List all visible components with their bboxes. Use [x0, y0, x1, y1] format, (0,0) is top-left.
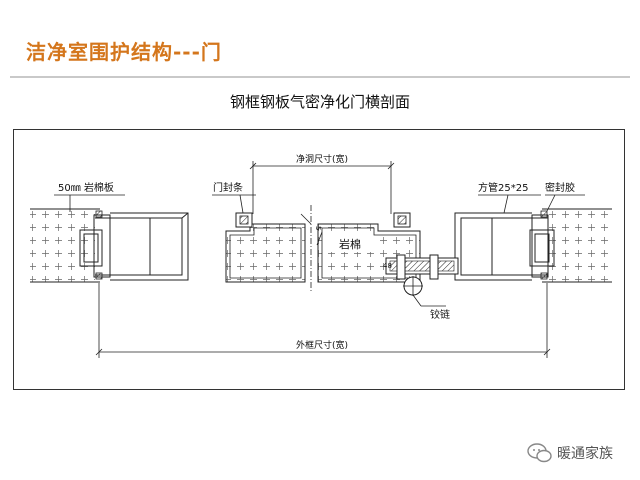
left-door-frame — [79, 212, 189, 281]
net-opening-dimension — [249, 161, 395, 214]
drawing-title: 钢框钢板气密净化门横剖面 — [229, 93, 410, 111]
left-wall-panel — [30, 208, 100, 283]
leader-lines — [54, 194, 585, 307]
watermark-text: 暖通家族 — [557, 446, 613, 462]
watermark: 暖通家族 — [527, 440, 637, 466]
label-outer-frame-width: 外框尺寸(宽) — [296, 339, 348, 351]
right-door-seal-strip — [393, 212, 411, 228]
hinge — [385, 254, 459, 296]
label-door-seal-strip: 门封条 — [213, 181, 243, 194]
label-hinge-dimension: 48 — [383, 262, 392, 270]
label-hinge: 铰链 — [430, 308, 450, 321]
label-net-opening-width: 净洞尺寸(宽) — [296, 153, 348, 165]
title-divider — [10, 76, 630, 78]
label-sealant: 密封胶 — [545, 181, 575, 194]
rock-wool-label-bg — [326, 236, 378, 252]
slide-title: 洁净室围护结构---门 — [26, 40, 222, 64]
left-sealant — [95, 210, 103, 280]
left-door-seal-strip — [235, 212, 253, 228]
label-square-tube: 方管25*25 — [478, 181, 528, 194]
drawing-frame — [13, 129, 625, 390]
label-panel-thickness: 50㎜ 岩棉板 — [58, 181, 114, 194]
outer-frame-dimension — [95, 283, 551, 358]
label-rock-wool: 岩棉 — [339, 237, 361, 251]
right-sealant — [540, 210, 548, 280]
right-door-frame — [454, 212, 555, 281]
left-door-leaf — [225, 223, 306, 283]
wechat-icon — [527, 443, 552, 463]
label-gap-dimension: 5 — [314, 226, 322, 230]
right-wall-panel — [542, 208, 612, 283]
